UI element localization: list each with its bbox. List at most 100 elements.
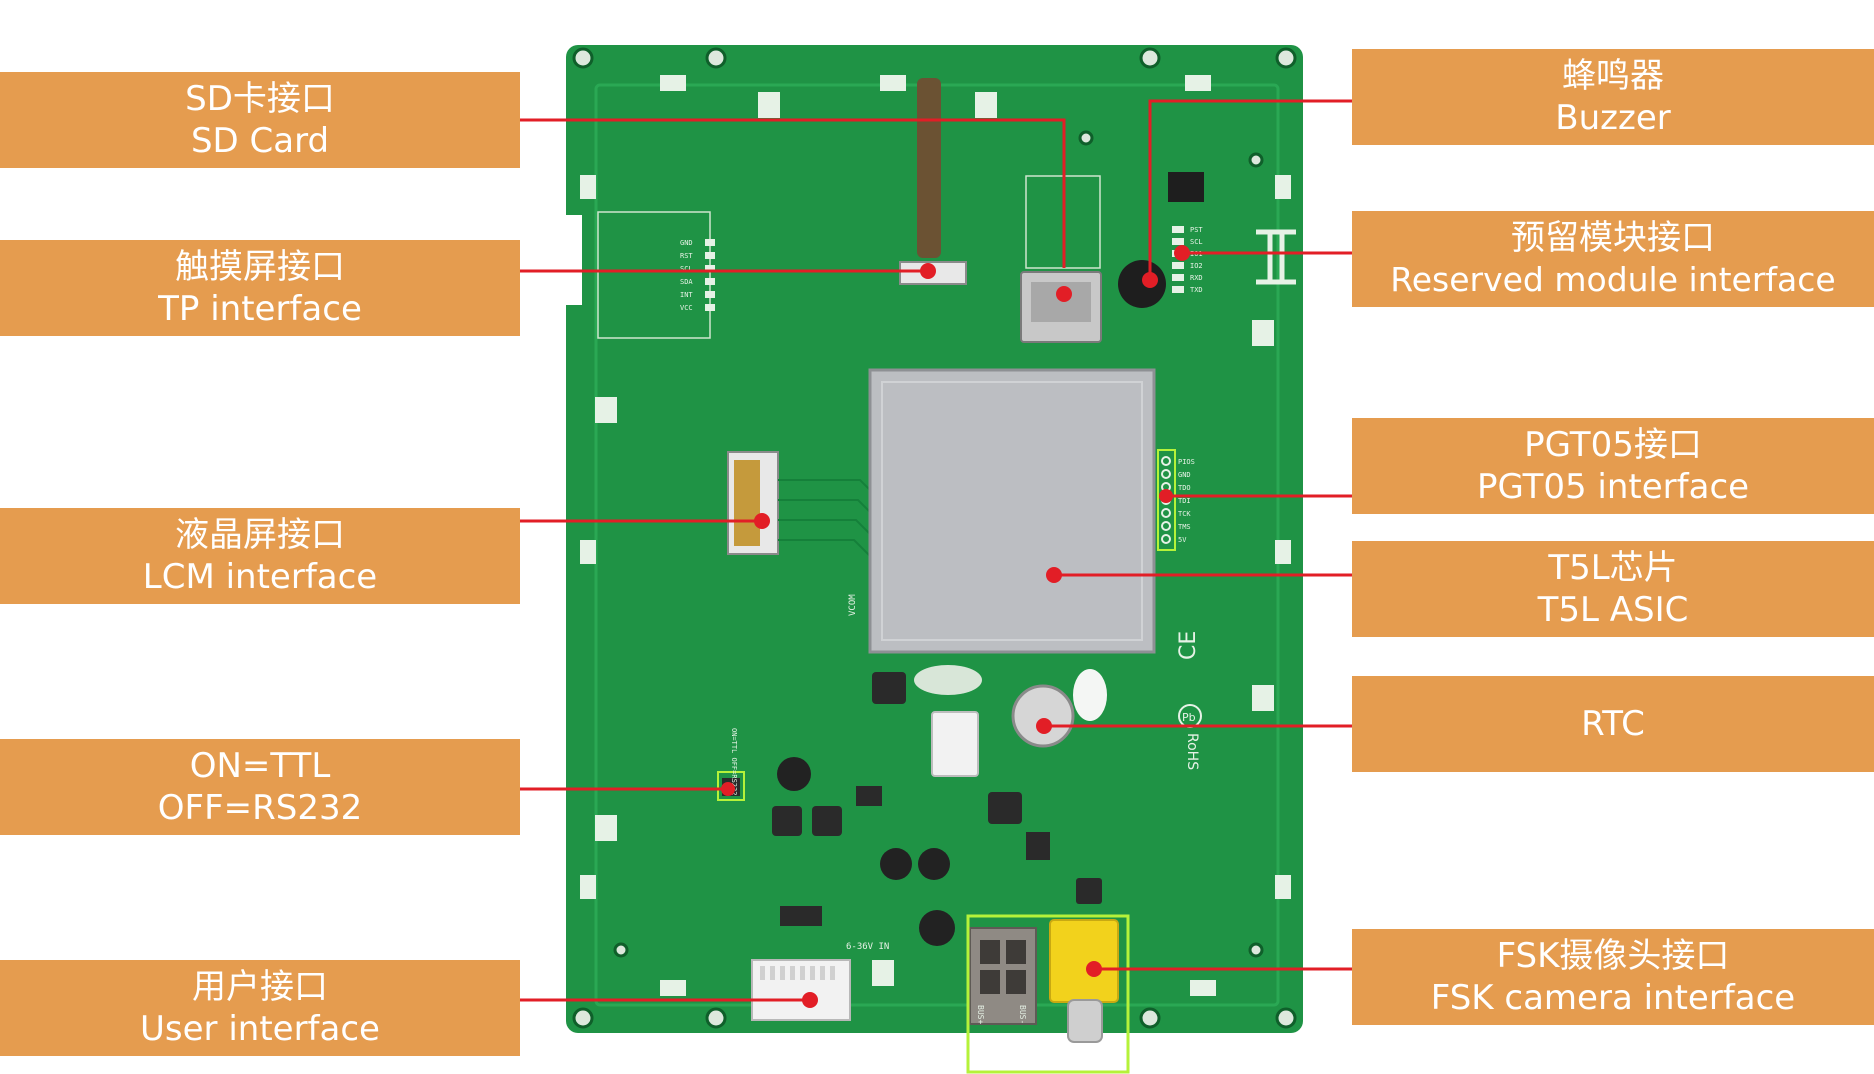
capacitor [777, 757, 811, 791]
mount-hole [1139, 47, 1161, 69]
label-pgt05-interface: PGT05接口 PGT05 interface [1352, 418, 1874, 514]
user-connector-pins [760, 966, 835, 980]
pad [1172, 286, 1184, 293]
leader-lines [520, 99, 1352, 1002]
inductor [872, 672, 906, 704]
vcom-text: VCOM [848, 594, 858, 616]
pgt-pin-label: PIOS [1178, 458, 1195, 466]
pgt05-pin-labels: PIOS GND TDO TDI TCK TMS 5V [1178, 458, 1195, 544]
tp-pin-label: SCL [680, 265, 693, 273]
fsk-camera-connector [1049, 919, 1119, 1003]
t5l-shield [868, 368, 1156, 654]
label-user-interface-en: User interface [140, 1009, 380, 1049]
leader-line-sd [520, 118, 1066, 268]
pad [975, 92, 997, 118]
reserved-pin-label: PST [1190, 226, 1203, 234]
pin [1161, 508, 1171, 518]
pad [880, 75, 906, 91]
pin [1161, 521, 1171, 531]
label-tp-interface: 触摸屏接口 TP interface [0, 240, 520, 336]
tp-pin-label: SDA [680, 278, 693, 286]
ic-chip [1026, 832, 1050, 860]
pin [1161, 456, 1171, 466]
leader-dot-t5l [1046, 567, 1062, 583]
buzzer [1118, 260, 1166, 308]
pad-clusters [580, 75, 1291, 996]
pad [1275, 175, 1291, 199]
ic-chip [856, 786, 882, 806]
label-buzzer-en: Buzzer [1555, 98, 1671, 138]
pin [1161, 469, 1171, 479]
tp-pin-label: RST [680, 252, 693, 260]
leader-line-buzzer [1148, 99, 1352, 278]
pad [872, 960, 894, 986]
label-user-interface-zh: 用户接口 [192, 967, 328, 1007]
capacitor [919, 910, 955, 946]
label-sd-card-en: SD Card [190, 121, 330, 161]
reserved-pin-label: SCL [1190, 238, 1203, 246]
pad [1252, 685, 1274, 711]
pad [660, 75, 686, 91]
pgt-pin-label: TDI [1178, 497, 1191, 505]
label-reserved-module: 预留模块接口 Reserved module interface [1352, 211, 1874, 307]
leader-dot-user [802, 992, 818, 1008]
pgt05-highlight [1157, 449, 1176, 551]
label-ttl-off: OFF=RS232 [157, 788, 363, 828]
mount-hole [1078, 130, 1094, 146]
pad [580, 540, 596, 564]
pad [1185, 75, 1211, 91]
label-rtc-text: RTC [1581, 704, 1645, 744]
pin [770, 966, 775, 980]
rtc-battery [1011, 684, 1075, 748]
power-input-text: 6-36V IN [846, 942, 889, 952]
label-tp-interface-zh: 触摸屏接口 [175, 247, 345, 287]
pin [810, 966, 815, 980]
trace [778, 519, 871, 535]
label-reserved-module-zh: 预留模块接口 [1511, 218, 1715, 258]
pad [595, 815, 617, 841]
tp-pin-label: INT [680, 291, 693, 299]
pad [705, 291, 715, 298]
pad [705, 304, 715, 311]
ttl-switch-highlight [717, 771, 745, 801]
reserved-pin-label: TXD [1190, 286, 1203, 294]
pin [1161, 534, 1171, 544]
mount-hole [572, 47, 594, 69]
white-connector [931, 711, 979, 777]
pin [760, 966, 765, 980]
leader-dot-rtc [1036, 718, 1052, 734]
trace [778, 479, 871, 491]
bus-connector-socket [980, 940, 1000, 964]
lcm-connector-pins [734, 460, 760, 546]
pin [800, 966, 805, 980]
reserved-pin-label: IO2 [1190, 262, 1203, 270]
trace [778, 539, 871, 557]
reserved-pin-label: RXD [1190, 274, 1203, 282]
mounting-holes [572, 47, 1297, 1029]
bus-plus-text: BUS+ [976, 1005, 985, 1024]
label-buzzer-zh: 蜂鸣器 [1562, 56, 1664, 96]
mount-hole [1248, 152, 1264, 168]
pad [705, 252, 715, 259]
pgt-pin-label: TDO [1178, 484, 1191, 492]
label-pgt05-interface-en: PGT05 interface [1476, 467, 1750, 507]
label-user-interface: 用户接口 User interface [0, 960, 520, 1056]
label-rtc: RTC [1352, 676, 1874, 772]
pad [1275, 540, 1291, 564]
pad [580, 175, 596, 199]
pad [705, 278, 715, 285]
fsk-highlight-frame [966, 914, 1130, 1074]
leader-dots [721, 245, 1190, 1008]
pgt-pin-label: 5V [1178, 536, 1187, 544]
mount-hole [705, 47, 727, 69]
pgt-pin-label: TCK [1178, 510, 1191, 518]
label-lcm-interface: 液晶屏接口 LCM interface [0, 508, 520, 604]
label-tp-interface-en: TP interface [158, 289, 362, 329]
label-lcm-interface-zh: 液晶屏接口 [175, 515, 345, 555]
leader-dot-tp [920, 263, 936, 279]
pad [1275, 875, 1291, 899]
rohs-mark: RoHS [1184, 733, 1200, 770]
label-fsk-camera-en: FSK camera interface [1430, 978, 1796, 1018]
ic-chip [780, 906, 822, 926]
